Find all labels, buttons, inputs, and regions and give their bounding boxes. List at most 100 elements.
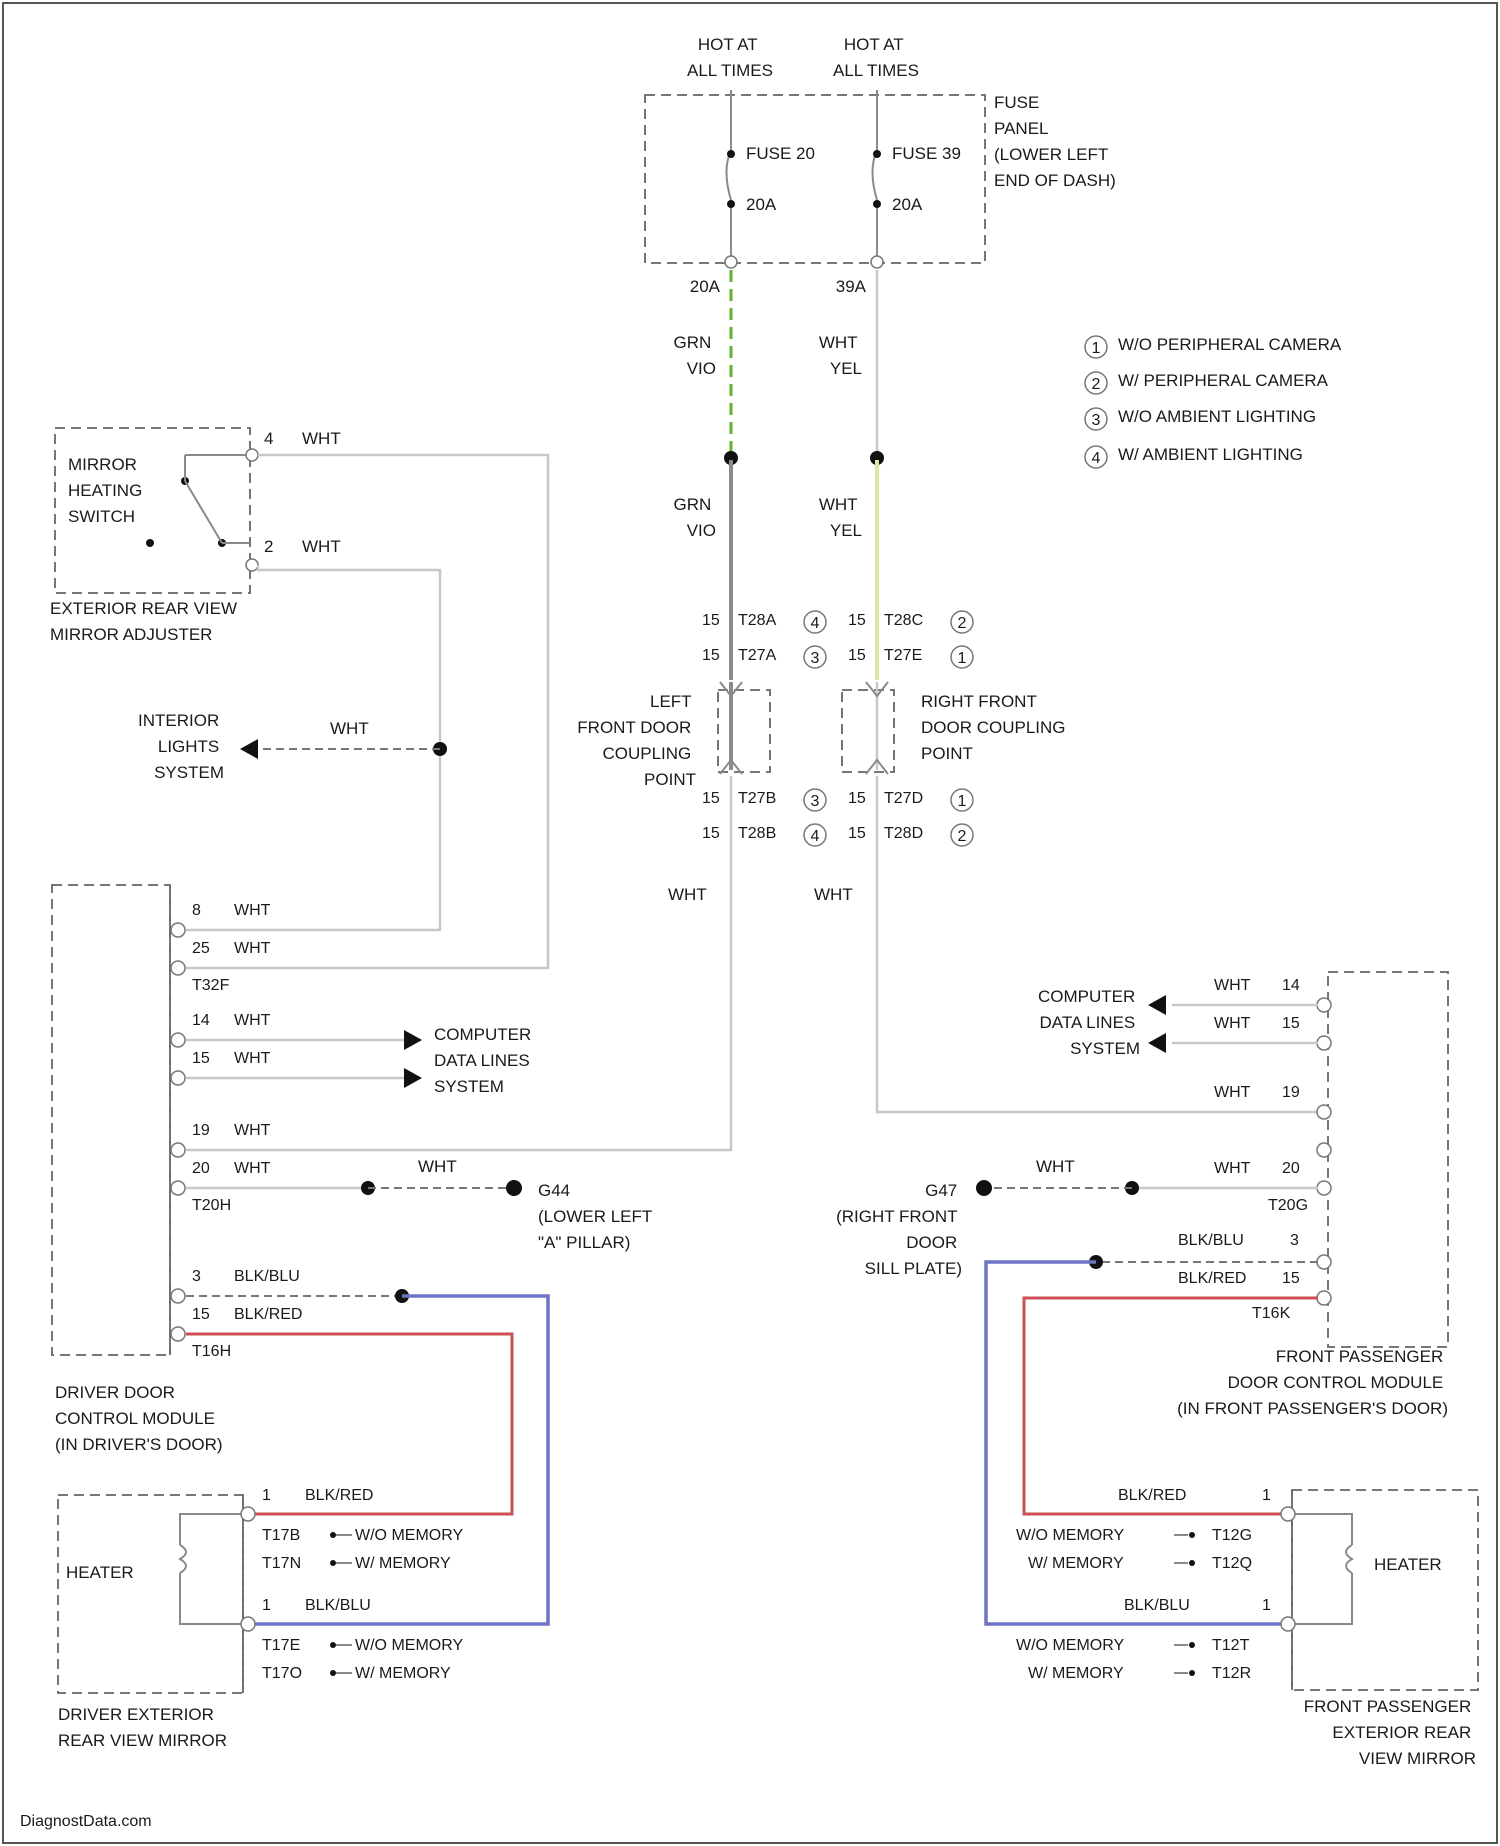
g47-ground-label: G47 (RIGHT FRONT DOOR SILL PLATE) [836,1181,962,1278]
svg-text:T27D: T27D [884,790,923,807]
svg-text:WHT: WHT [1214,1084,1251,1101]
driver-exterior-rear-view-mirror-label: DRIVER EXTERIOR REAR VIEW MIRROR [58,1705,227,1750]
right-wht-wire-label: WHT [814,885,853,904]
svg-text:3: 3 [811,793,820,810]
svg-text:BLK/BLU: BLK/BLU [1124,1597,1190,1614]
svg-text:T28D: T28D [884,825,923,842]
legend-item-3: 3 W/O AMBIENT LIGHTING [1085,407,1316,430]
fuse-39-rating: 20A [892,195,923,214]
svg-text:BLK/RED: BLK/RED [234,1306,302,1323]
driver-blk-blu-wire [254,1296,548,1624]
svg-text:15: 15 [702,647,720,664]
fuse-panel: HOT AT ALL TIMES HOT AT ALL TIMES FUSE P… [645,35,1116,296]
computer-data-lines-system-right: COMPUTER DATA LINES SYSTEM [1038,987,1140,1058]
right-wht-wire-to-pdcm-19 [877,776,1320,1112]
svg-text:1: 1 [1092,340,1101,357]
svg-text:2: 2 [1092,376,1101,393]
svg-text:T27B: T27B [738,790,776,807]
svg-text:T12R: T12R [1212,1665,1251,1682]
fuse-20-terminal: 20A [690,277,721,296]
switch-pin-4-wire: WHT [302,429,341,448]
fuse-20-name: FUSE 20 [746,144,815,163]
svg-text:T28B: T28B [738,825,776,842]
svg-text:3: 3 [192,1268,201,1285]
svg-text:2: 2 [958,828,967,845]
svg-text:1: 1 [958,650,967,667]
switch-pin-4: 4 [264,429,273,448]
svg-text:T28C: T28C [884,612,923,629]
ddcm-connector-t32f: T32F [192,977,230,994]
svg-text:19: 19 [1282,1084,1300,1101]
svg-text:15: 15 [848,647,866,664]
svg-text:4: 4 [1092,450,1101,467]
svg-text:8: 8 [192,902,201,919]
front-passenger-door-control-module-box [1328,972,1448,1347]
svg-text:3: 3 [1290,1232,1299,1249]
svg-text:WHT: WHT [234,1012,271,1029]
computer-data-lines-system-left: COMPUTER DATA LINES SYSTEM [434,1025,536,1096]
interior-lights-wire-color: WHT [330,719,369,738]
hot-at-all-times-label-2: HOT AT ALL TIMES [833,35,919,80]
pdcm-data-line-arrow-1 [1148,995,1166,1015]
svg-text:T12G: T12G [1212,1527,1252,1544]
svg-text:4: 4 [811,615,820,632]
svg-text:W/O MEMORY: W/O MEMORY [1016,1637,1124,1654]
wire-switch-pin2-to-ddcm-8 [186,565,440,930]
fuse-39-name: FUSE 39 [892,144,961,163]
pdcm-connector-t20g: T20G [1268,1197,1308,1214]
driver-door-control-module: 8 WHT 25 WHT T32F 14 WHT 15 WHT 19 WHT 2… [52,885,302,1454]
svg-text:BLK/BLU: BLK/BLU [1178,1232,1244,1249]
svg-text:15: 15 [702,790,720,807]
hot-at-all-times-label-1: HOT AT ALL TIMES [687,35,773,80]
svg-text:15: 15 [702,612,720,629]
fuse-panel-box [645,95,985,263]
svg-text:3: 3 [1092,412,1101,429]
legend-item-2: 2 W/ PERIPHERAL CAMERA [1085,371,1329,394]
top-connectors-left: 15 T28A 4 15 T27A 3 [702,611,826,668]
mirror-heating-switch-label: MIRROR HEATING SWITCH [68,455,147,526]
left-front-door-coupling-point [718,690,770,772]
left-front-door-coupling-label: LEFT FRONT DOOR COUPLING POINT [577,692,696,789]
svg-text:W/ MEMORY: W/ MEMORY [355,1555,451,1572]
svg-text:BLK/RED: BLK/RED [1178,1270,1246,1287]
svg-text:W/O MEMORY: W/O MEMORY [355,1527,463,1544]
svg-text:15: 15 [848,612,866,629]
driver-exterior-rear-view-mirror: HEATER 1 BLK/RED T17B W/O MEMORY T17N W/… [58,1487,463,1750]
svg-text:WHT: WHT [234,1160,271,1177]
svg-text:WHT: WHT [1214,977,1251,994]
passenger-mirror-box [1292,1490,1478,1690]
svg-text:T12T: T12T [1212,1637,1250,1654]
svg-text:BLK/RED: BLK/RED [305,1487,373,1504]
bottom-connectors-right: 15 T27D 1 15 T28D 2 [848,789,973,846]
svg-text:19: 19 [192,1122,210,1139]
mirror-heating-switch: MIRROR HEATING SWITCH 4 WHT 2 WHT EXTERI… [50,428,341,644]
interior-lights-arrow [240,739,258,759]
diagram-border [3,3,1497,1843]
svg-text:T17B: T17B [262,1527,300,1544]
svg-text:1: 1 [262,1487,271,1504]
legend: 1 W/O PERIPHERAL CAMERA 2 W/ PERIPHERAL … [1085,335,1342,468]
front-passenger-door-control-module-label: FRONT PASSENGER DOOR CONTROL MODULE (IN … [1177,1347,1448,1418]
grn-vio-label-mid: GRN VIO [673,495,716,540]
legend-item-4: 4 W/ AMBIENT LIGHTING [1085,445,1303,468]
svg-text:W/ MEMORY: W/ MEMORY [1028,1555,1124,1572]
svg-text:WHT: WHT [234,1050,271,1067]
svg-text:WHT: WHT [234,1122,271,1139]
ddcm-connector-t20h: T20H [192,1197,231,1214]
exterior-rear-view-mirror-adjuster-label: EXTERIOR REAR VIEW MIRROR ADJUSTER [50,599,242,644]
svg-text:WHT: WHT [234,940,271,957]
driver-door-control-module-box [52,885,170,1355]
front-passenger-exterior-rear-view-mirror: HEATER BLK/RED 1 W/O MEMORY T12G W/ MEMO… [1016,1487,1478,1768]
switch-pin-2-wire: WHT [302,537,341,556]
svg-text:BLK/RED: BLK/RED [1118,1487,1186,1504]
switch-pin-2: 2 [264,537,273,556]
svg-text:15: 15 [848,825,866,842]
svg-text:WHT: WHT [234,902,271,919]
svg-text:W/O AMBIENT LIGHTING: W/O AMBIENT LIGHTING [1118,407,1316,426]
svg-text:1: 1 [262,1597,271,1614]
svg-text:T12Q: T12Q [1212,1555,1252,1572]
svg-text:WHT: WHT [1214,1015,1251,1032]
g44-wire-color: WHT [418,1157,457,1176]
grn-vio-label-top: GRN VIO [673,333,716,378]
svg-text:14: 14 [192,1012,210,1029]
